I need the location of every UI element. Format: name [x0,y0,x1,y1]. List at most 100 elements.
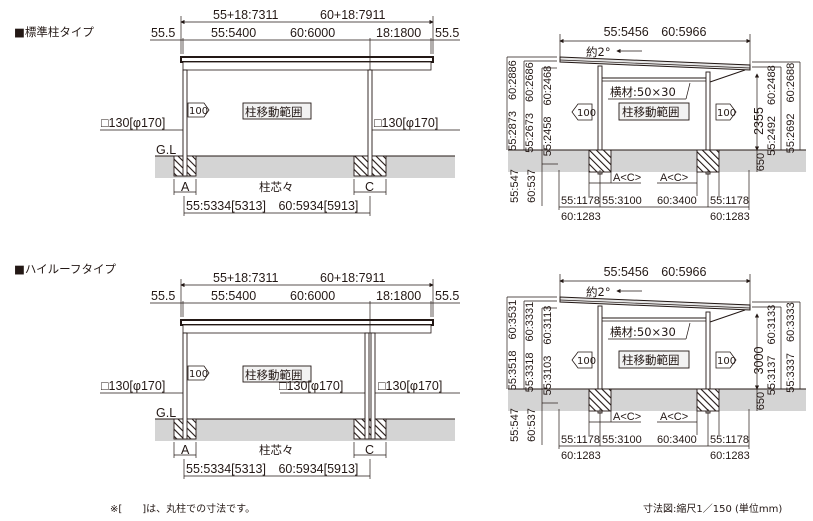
bottom-dim: 60:3400 [657,195,697,207]
bottom-dim: 55:1178 [561,434,600,446]
bottom-dim: 60:3400 [657,434,697,446]
footnote: ※[ ]は、丸柱での寸法です。 [110,502,255,515]
move-right-label: 100 [717,356,736,367]
side-a-c-label: A<C> [613,172,641,184]
roof-panel [559,296,751,311]
slope-label: 約2° [586,45,611,59]
move-range-label: 柱移動範囲 [245,105,303,119]
left-depth-55: 55:547 [509,408,521,442]
foundation-depth-dim: 650 [755,153,767,171]
roof-panel [559,56,751,71]
section-title: ■標準柱タイプ [14,25,94,39]
side-a-c-label: A<C> [660,172,688,184]
left-height-dim: 55:2873 60:2886 [507,60,519,151]
post-mid-label: □130[φ170] [279,379,343,393]
left-height-dim: 55:3318 60:3331 [524,302,536,393]
move-range-label: 柱移動範囲 [245,368,303,382]
gl-label: G.L [156,406,176,420]
span-ext: 18:1800 [376,26,421,40]
scale-note: 寸法図:縮尺1／150 (単位mm) [643,502,782,515]
move-right-arrow-icon [715,351,737,369]
front-view-highroof [100,279,460,479]
drawing-line [685,82,691,100]
left-height-dim: 55:2458 60:2468 [542,66,554,157]
move-left-arrow-icon [571,103,593,121]
right-post-b [370,332,376,440]
side-a-c-label: A<C> [613,411,641,423]
move-right-label: 100 [717,108,736,119]
side-width-dim: 55:5456 60:5966 [604,265,707,279]
left-depth-60: 60:537 [526,408,538,442]
center-label: 柱芯々 [259,443,294,457]
front-view-standard [100,16,460,216]
footing-left [588,149,612,173]
edge-left: 55.5 [151,26,175,40]
overall-dim-60: 60+18:7911 [320,8,386,22]
overall-dim-55: 55+18:7311 [213,271,279,285]
move-range-label: 柱移動範囲 [622,105,680,119]
right-post-a [364,332,370,440]
bottom-dim: 55:3100 [602,195,642,207]
foot-a-label: A [181,443,190,457]
footing-right [696,388,720,412]
drawing-line [685,322,691,340]
side-width-dim: 55:5456 60:5966 [604,25,707,39]
side-view-highroof: 55:5456 60:5966 約2° 横材:50×30 柱移動範囲 100 100 55:… [506,265,806,462]
move-range-box [618,102,690,121]
gl-label: G.L [156,143,176,157]
roof-bracket [709,69,746,83]
edge-right: 55.5 [435,289,459,303]
center-label: 柱芯々 [259,180,294,194]
right-height-dim: 55:3137 60:3133 [766,305,778,396]
left-height-dim: 55:3103 60:3113 [542,306,554,396]
move-range-box [618,350,690,369]
slope-label: 約2° [586,285,611,299]
side-a-c-label: A<C> [660,411,688,423]
ground-area [508,150,806,172]
foot-c-label: C [365,180,374,194]
section-title: ■ハイルーフタイプ [14,262,116,276]
move-arrow-100: 100 [189,106,208,117]
edge-right: 55.5 [435,26,459,40]
foot-c-label: C [365,443,374,457]
bottom-dim: 55:1178 [710,434,749,446]
span-main-55: 55:5400 [211,26,256,40]
bottom-sub-dim: 60:1283 [561,211,601,223]
footing-left [588,388,612,412]
clear-height-dim: 2355 [752,107,766,135]
edge-left: 55.5 [151,289,175,303]
overall-dim-60: 60+18:7911 [320,271,386,285]
foot-a-label: A [181,180,190,194]
bottom-sub-dim: 60:1283 [710,211,750,223]
move-range-label: 柱移動範囲 [622,353,680,367]
clear-height-dim: 3000 [752,347,766,375]
footing-right [696,149,720,173]
center-dims: 55:5334[5313] 60:5934[5913] [186,462,358,476]
post-right-label: □130[φ170] [378,379,442,393]
beam-label: 横材:50×30 [610,325,676,339]
post-right-label: □130[φ170] [374,116,438,130]
drawing-line [559,299,751,309]
drawing-line [559,59,751,69]
bottom-dim: 55:3100 [602,434,642,446]
post-left-label: □130[φ170] [101,116,165,130]
left-height-dim: 55:2673 60:2686 [524,62,536,153]
move-left-label: 100 [577,108,596,119]
left-depth-60: 60:537 [526,169,538,203]
move-right-arrow-icon [715,103,737,121]
span-main-60: 60:6000 [290,289,335,303]
bottom-sub-dim: 60:1283 [561,450,601,462]
overall-dim-55: 55+18:7311 [213,8,279,22]
ground-area [508,389,806,411]
span-ext: 18:1800 [376,289,421,303]
move-left-label: 100 [577,356,596,367]
right-height-dim: 55:2692 60:2688 [785,63,797,154]
section-standard [100,16,460,216]
section-highroof [100,279,460,479]
post-left-label: □130[φ170] [101,379,165,393]
span-main-55: 55:5400 [211,289,256,303]
span-main-60: 60:6000 [290,26,335,40]
move-arrow-100: 100 [189,369,208,380]
bottom-dim: 55:1178 [561,195,600,207]
